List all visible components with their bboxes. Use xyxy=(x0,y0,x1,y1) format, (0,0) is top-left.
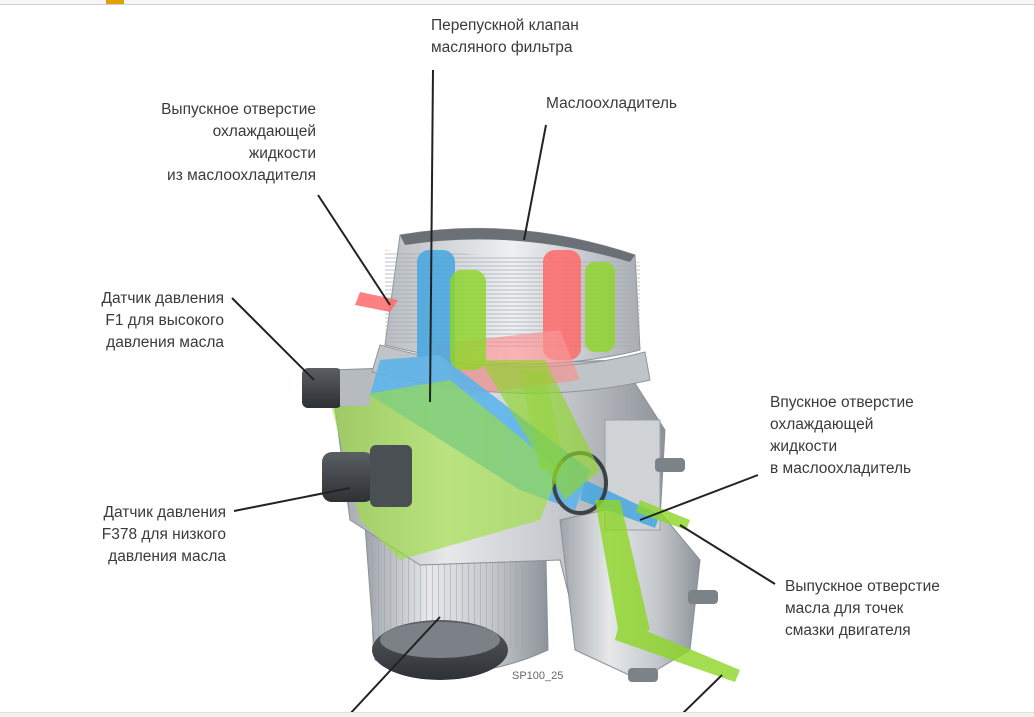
oil-flow xyxy=(330,262,740,682)
pressure-sensor-f378 xyxy=(322,445,412,507)
mounting-studs xyxy=(628,458,718,682)
label-coolant-inlet: Впускное отверстие охлаждающей жидкости … xyxy=(770,394,914,477)
top-marker xyxy=(106,0,124,4)
pressure-sensor-f1 xyxy=(302,368,370,408)
figure-code: SP100_25 xyxy=(512,670,564,682)
label-coolant-outlet: Выпускное отверстие охлаждающей жидкости… xyxy=(161,101,316,184)
label-sensor-f1: Датчик давления F1 для высокого давления… xyxy=(101,290,224,351)
label-oil-cooler: Маслоохладитель xyxy=(546,95,678,112)
label-sensor-f378: Датчик давления F378 для низкого давлени… xyxy=(101,504,226,565)
top-border xyxy=(0,0,1034,5)
label-oil-outlet: Выпускное отверстие масла для точек смаз… xyxy=(785,578,940,639)
leader-lines xyxy=(231,69,776,716)
bottom-border xyxy=(0,712,1034,717)
label-bypass-valve: Перепускной клапан масляного фильтра xyxy=(431,17,579,56)
